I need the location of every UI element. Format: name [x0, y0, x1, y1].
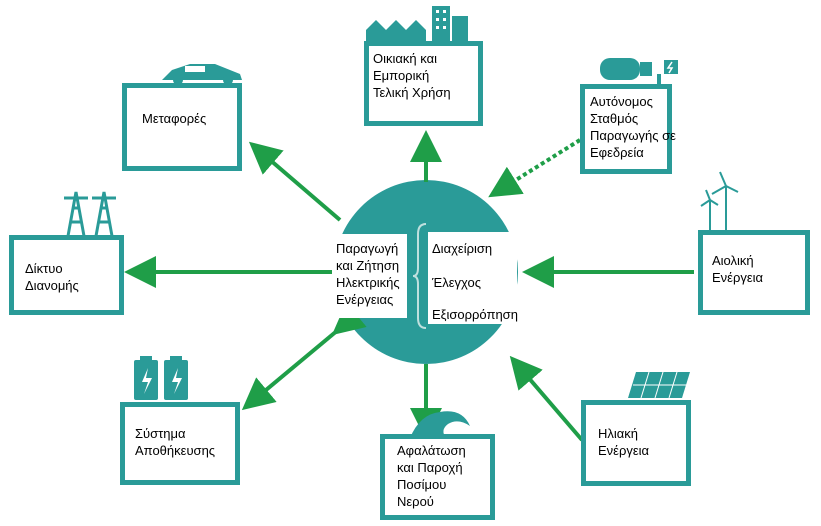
battery-icon — [134, 356, 188, 400]
center-brace — [412, 223, 427, 329]
car-icon — [162, 64, 242, 85]
residential-label: Οικιακή και Εμπορική Τελική Χρήση — [373, 51, 451, 100]
storage-node — [120, 402, 240, 485]
solar-node — [581, 400, 691, 486]
storage-label: Σύστημα Αποθήκευσης — [135, 426, 216, 458]
grid-label: Δίκτυο Διανομής — [25, 261, 79, 293]
solar-label: Ηλιακή Ενέργεια — [598, 426, 650, 458]
residential-node — [364, 41, 483, 126]
center-item-balance: Εξισορρόπηση — [432, 307, 518, 322]
center-item-manage: Διαχείριση — [432, 241, 493, 256]
solar-panel-icon — [628, 371, 690, 399]
center-right-box: Διαχείριση Έλεγχος Εξισορρόπηση — [428, 232, 518, 324]
grid-node — [9, 235, 124, 315]
wave-icon — [410, 411, 470, 438]
wind-turbine-icon — [700, 171, 739, 230]
houses-icon — [366, 6, 468, 42]
transport-label: Μεταφορές — [142, 111, 207, 126]
wind-node — [698, 230, 810, 315]
center-item-control: Έλεγχος — [432, 275, 481, 290]
water-label: Αφαλάτωση και Παροχή Ποσίμου Νερού — [397, 443, 466, 509]
arrow-from-backup — [488, 138, 582, 198]
arrow-storage — [241, 302, 367, 411]
center-left-label: Παραγωγή και Ζήτηση Ηλεκτρικής Ενέργειας — [336, 241, 400, 307]
center-left-box: Παραγωγή και Ζήτηση Ηλεκτρικής Ενέργειας — [332, 234, 407, 318]
arrow-from-solar — [509, 355, 584, 442]
generator-icon — [600, 58, 678, 84]
wind-label: Αιολική Ενέργεια — [712, 253, 764, 285]
backup-label: Αυτόνομος Σταθμός Παραγωγής σε Εφεδρεία — [590, 94, 676, 160]
transport-node — [122, 83, 242, 171]
arrow-to-transport — [248, 141, 342, 222]
water-node — [380, 434, 495, 520]
backup-node — [580, 84, 672, 174]
pylon-icon — [64, 191, 116, 237]
